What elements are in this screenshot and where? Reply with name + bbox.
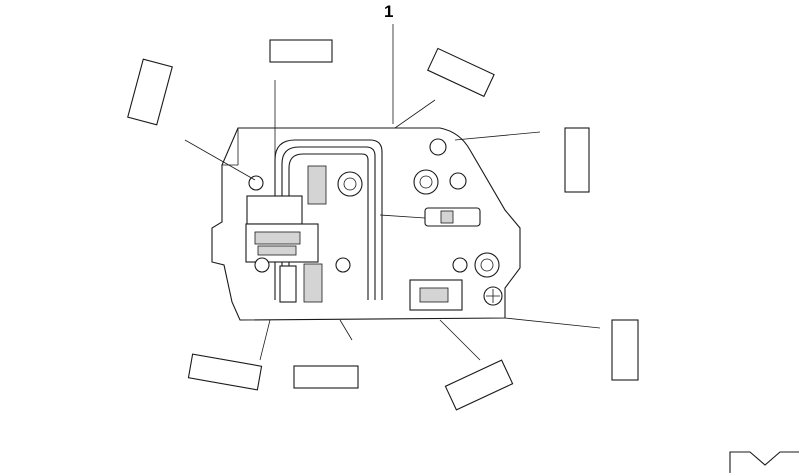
sensor-plug-latch bbox=[440, 210, 454, 224]
connector-pins bbox=[254, 231, 301, 256]
control-module-cover bbox=[246, 195, 303, 225]
plate-edge bbox=[222, 128, 239, 166]
branch-wires bbox=[184, 80, 601, 361]
lower-relay-body bbox=[419, 287, 449, 303]
sheet-corner-icon bbox=[729, 451, 799, 473]
connector-upper-right bbox=[427, 47, 495, 98]
connector-top bbox=[269, 39, 333, 63]
connector-lower-right bbox=[444, 359, 514, 411]
connector-heads bbox=[127, 39, 639, 411]
harness-ribbon-inner bbox=[288, 153, 369, 300]
harness-ribbon-mid bbox=[281, 146, 376, 300]
heat-sink bbox=[307, 165, 327, 205]
callout-label-1: 1 bbox=[384, 2, 394, 21]
connector-far-right bbox=[611, 319, 639, 381]
connector-right bbox=[564, 127, 590, 193]
connector-upper-left bbox=[127, 58, 173, 126]
relay-slot bbox=[279, 265, 297, 303]
harness-ribbon-outer bbox=[274, 139, 383, 300]
bolt-group bbox=[248, 138, 503, 306]
connector-lower-left bbox=[187, 353, 263, 391]
sensor-wire bbox=[379, 214, 426, 219]
connector-bottom bbox=[293, 365, 359, 389]
label-plate bbox=[303, 263, 323, 303]
